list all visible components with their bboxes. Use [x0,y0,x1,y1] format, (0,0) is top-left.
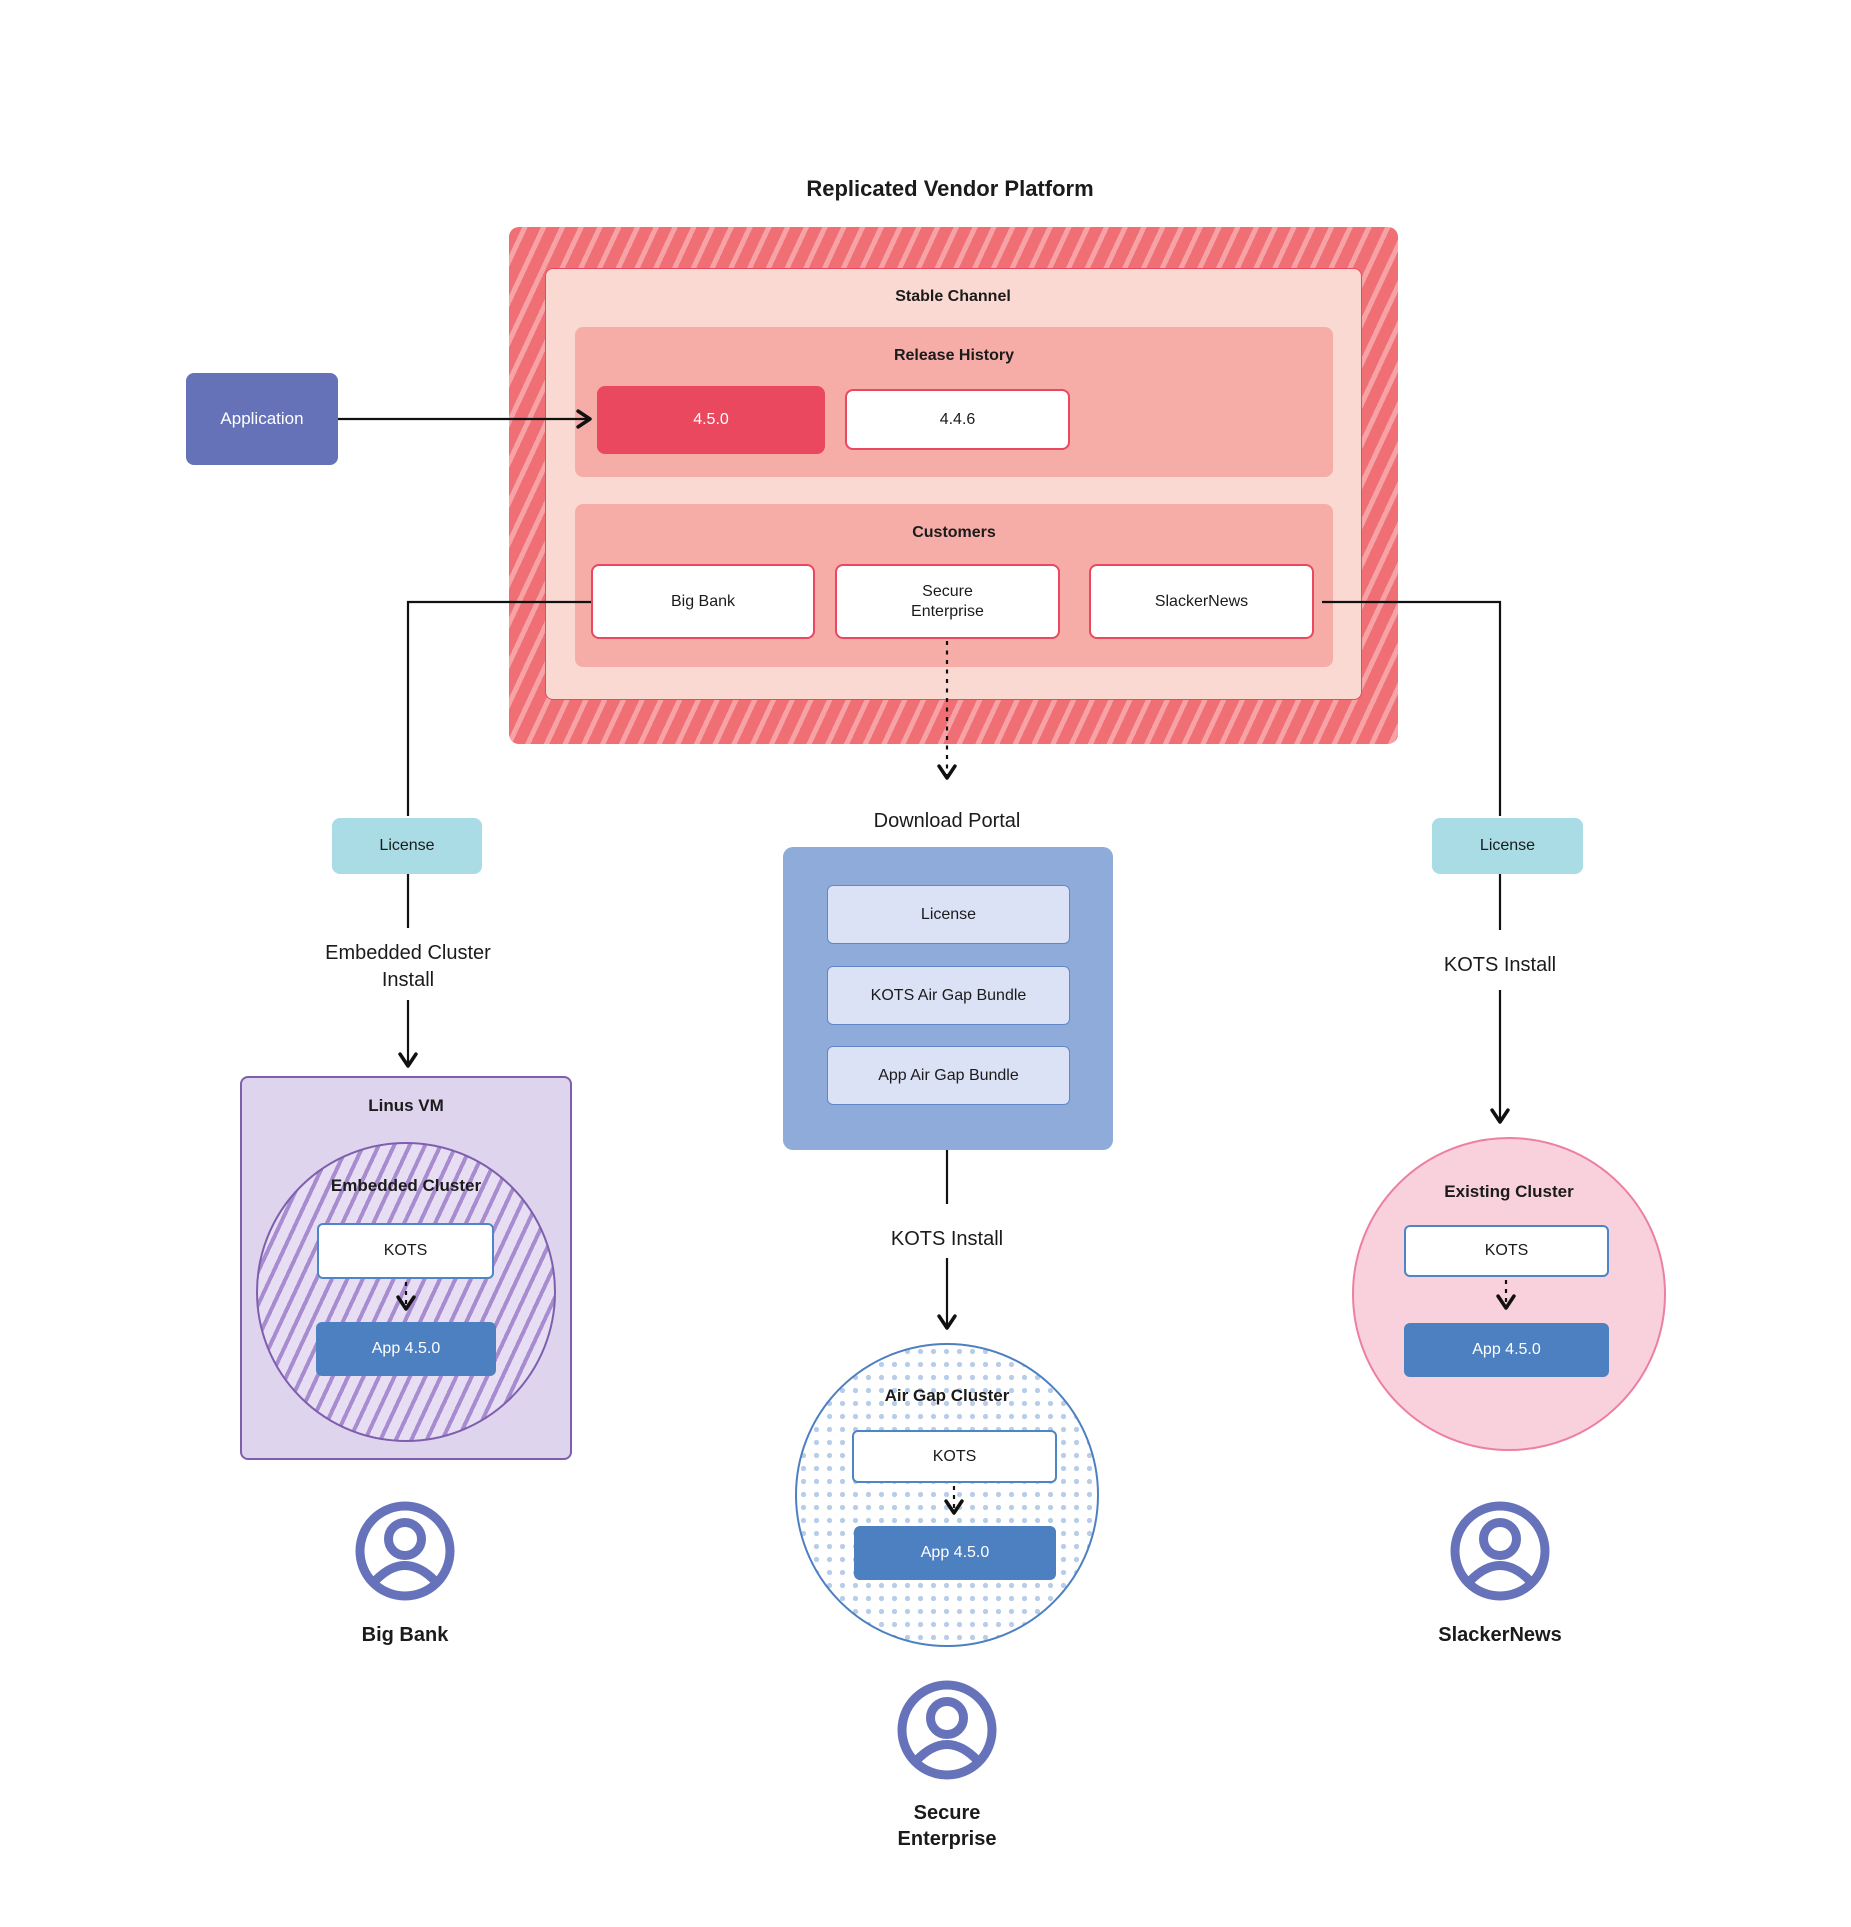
release-version-current-label: 4.5.0 [693,411,729,428]
embedded-cluster-label: Embedded Cluster [330,1176,482,1195]
app-version-secure-enterprise-label: App 4.5.0 [920,1544,990,1561]
release-version-previous-label: 4.4.6 [939,410,976,428]
customer-slackernews: SlackerNews [1089,564,1314,639]
app-version-big-bank-label: App 4.5.0 [371,1340,441,1357]
kots-box-secure-enterprise: KOTS [852,1430,1057,1483]
kots-install-right-label: KOTS Install [1443,954,1557,976]
app-version-slackernews-label: App 4.5.0 [1472,1341,1541,1358]
kots-install-center-label: KOTS Install [890,1228,1004,1250]
portal-item-license: License [827,885,1070,944]
customer-big-bank: Big Bank [591,564,815,639]
person-icon [897,1680,997,1780]
kots-box-slackernews: KOTS [1404,1225,1609,1277]
customer-secure-enterprise: Secure Enterprise [835,564,1060,639]
license-slackernews-label: License [1479,837,1536,854]
embedded-cluster-install-label: Embedded Cluster Install [325,942,491,991]
app-version-box-secure-enterprise: App 4.5.0 [854,1526,1056,1580]
license-big-bank-label: License [379,837,435,854]
person-icon [355,1501,455,1601]
customer-big-bank-label: Big Bank [670,592,736,610]
kots-box-big-bank: KOTS [317,1223,494,1279]
diagram-title: Replicated Vendor Platform [806,176,1094,201]
kots-big-bank-label: KOTS [383,1242,428,1259]
portal-item-app-bundle: App Air Gap Bundle [827,1046,1070,1105]
portal-item-app-bundle-label: App Air Gap Bundle [878,1066,1019,1084]
release-history-label: Release History [893,347,1015,364]
release-version-current: 4.5.0 [597,386,825,454]
slackernews-user-label: SlackerNews [1438,1624,1562,1646]
air-gap-cluster-label: Air Gap Cluster [884,1386,1010,1405]
linus-vm-label: Linus VM [368,1096,444,1115]
person-icon [1450,1501,1550,1601]
stable-channel-label: Stable Channel [895,288,1011,305]
download-portal-label: Download Portal [873,810,1021,832]
customer-slackernews-label: SlackerNews [1154,592,1249,610]
portal-item-kots-bundle-label: KOTS Air Gap Bundle [870,986,1027,1004]
license-box-big-bank: License [332,818,482,874]
existing-cluster-label: Existing Cluster [1444,1182,1574,1201]
existing-cluster-circle [1352,1137,1666,1451]
kots-secure-enterprise-label: KOTS [932,1447,977,1465]
big-bank-user-label: Big Bank [361,1624,449,1646]
air-gap-cluster-circle [795,1343,1099,1647]
kots-slackernews-label: KOTS [1484,1242,1529,1259]
customers-label: Customers [912,524,996,541]
portal-item-license-label: License [920,905,977,923]
app-version-box-big-bank: App 4.5.0 [316,1322,496,1376]
release-version-previous: 4.4.6 [845,389,1070,450]
license-box-slackernews: License [1432,818,1583,874]
app-version-box-slackernews: App 4.5.0 [1404,1323,1609,1377]
customer-secure-enterprise-label: Secure Enterprise [911,582,984,620]
application-box: Application [186,373,338,465]
application-label: Application [220,409,304,428]
portal-item-kots-bundle: KOTS Air Gap Bundle [827,966,1070,1025]
secure-enterprise-user-label: Secure Enterprise [897,1802,997,1850]
